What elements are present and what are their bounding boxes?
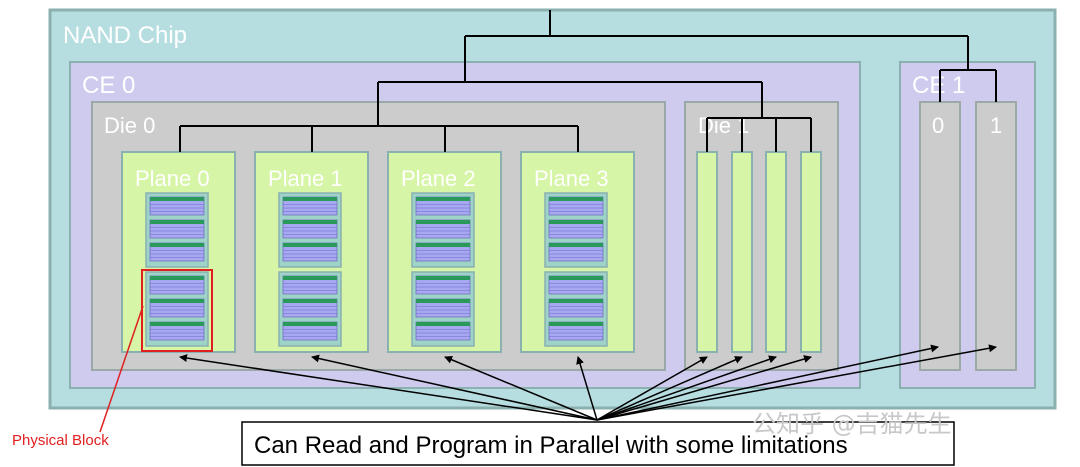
- page-stripe: [283, 197, 337, 201]
- parallel-arrow: [179, 354, 598, 421]
- page-stripe: [416, 322, 470, 326]
- page-stripe: [283, 276, 337, 280]
- die1-plane-2: [765, 151, 787, 353]
- page-stripe: [150, 220, 204, 224]
- nand-chip-label: NAND Chip: [63, 22, 187, 49]
- page-stripe: [416, 299, 470, 303]
- page-stripe: [549, 243, 603, 247]
- caption-box: [241, 421, 955, 466]
- plane-label: Plane 1: [268, 166, 343, 191]
- die1-plane-0: [696, 151, 718, 353]
- parallel-arrow: [596, 355, 777, 421]
- parallel-arrow: [596, 344, 997, 421]
- physical-block-pointer: [99, 305, 144, 433]
- page-stripe: [150, 276, 204, 280]
- page-stripe: [283, 322, 337, 326]
- ce1-die-0-label: 0: [932, 113, 944, 138]
- page-stripe: [283, 243, 337, 247]
- ce1-label: CE 1: [912, 72, 965, 99]
- ce0-label: CE 0: [82, 72, 135, 99]
- page-stripe: [416, 243, 470, 247]
- parallel-arrow: [596, 356, 708, 421]
- die0-label: Die 0: [104, 113, 155, 138]
- parallel-arrow: [444, 355, 598, 421]
- page-stripe: [150, 322, 204, 326]
- caption-text: Can Read and Program in Parallel with so…: [254, 432, 848, 459]
- parallel-arrow: [596, 356, 743, 421]
- page-stripe: [416, 276, 470, 280]
- page-stripe: [283, 220, 337, 224]
- page-stripe: [150, 243, 204, 247]
- die1-plane-3: [800, 151, 822, 353]
- page-stripe: [549, 220, 603, 224]
- page-stripe: [549, 299, 603, 303]
- parallel-arrow: [596, 344, 939, 421]
- parallel-arrow: [311, 354, 598, 421]
- die0-planes: Plane 0 Plane 1 Plane 2 Plane 3: [121, 151, 635, 353]
- watermark: 公知乎 @吉猫先生: [752, 410, 952, 438]
- physical-block-label: Physical Block: [12, 432, 109, 449]
- ce1-die-1: [975, 101, 1017, 371]
- parallel-arrow: [596, 355, 812, 421]
- page-stripe: [283, 299, 337, 303]
- page-stripe: [549, 197, 603, 201]
- page-stripe: [549, 322, 603, 326]
- plane-label: Plane 3: [534, 166, 609, 191]
- parallel-arrows: [179, 344, 997, 421]
- plane-label: Plane 0: [135, 166, 210, 191]
- plane-label: Plane 2: [401, 166, 476, 191]
- die1-plane-1: [731, 151, 753, 353]
- page-stripe: [150, 197, 204, 201]
- page-stripe: [150, 299, 204, 303]
- page-stripe: [549, 276, 603, 280]
- ce1-die-1-label: 1: [990, 113, 1002, 138]
- page-stripe: [416, 220, 470, 224]
- bus-lines: [179, 10, 997, 152]
- page-stripe: [416, 197, 470, 201]
- parallel-arrow: [576, 356, 598, 421]
- ce1-die-0: [919, 101, 961, 371]
